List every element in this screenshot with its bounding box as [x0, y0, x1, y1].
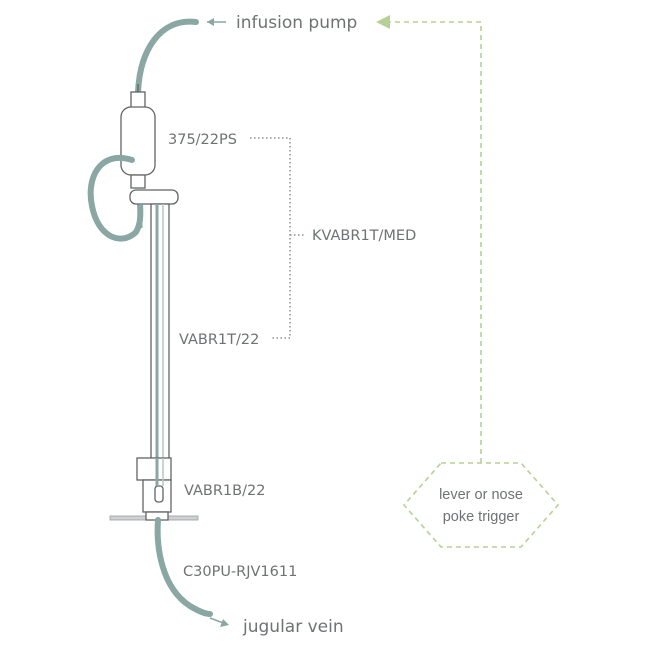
tether-body	[150, 203, 170, 461]
catheter-tubing	[154, 517, 213, 617]
kit-label: KVABR1T/MED	[312, 228, 416, 244]
trigger-hexagon	[402, 462, 560, 548]
jugular-vein-label: jugular vein	[242, 617, 344, 637]
pump-arrow-head	[207, 18, 214, 26]
tether-clamp	[129, 189, 179, 205]
swivel-part-label: 375/22PS	[168, 132, 237, 148]
button-port	[154, 485, 164, 503]
trigger-label-line2: poke trigger	[443, 509, 520, 525]
button-upper	[136, 457, 172, 481]
pump-tubing	[135, 18, 199, 95]
infusion-pump-label: infusion pump	[236, 13, 357, 33]
catheter-label: C30PU-RJV1611	[183, 564, 297, 580]
tether-label: VABR1T/22	[179, 332, 259, 348]
swivel-bottom-connector	[130, 174, 146, 189]
swivel-body	[120, 106, 156, 176]
button-label: VABR1B/22	[184, 483, 265, 499]
swivel-top-connector	[130, 91, 146, 109]
trigger-signal-line	[390, 21, 482, 463]
trigger-arrow-head	[376, 15, 390, 29]
vein-arrow-head	[220, 619, 229, 627]
trigger-label-line1: lever or nose	[439, 487, 523, 503]
swivel-leader	[250, 137, 291, 339]
